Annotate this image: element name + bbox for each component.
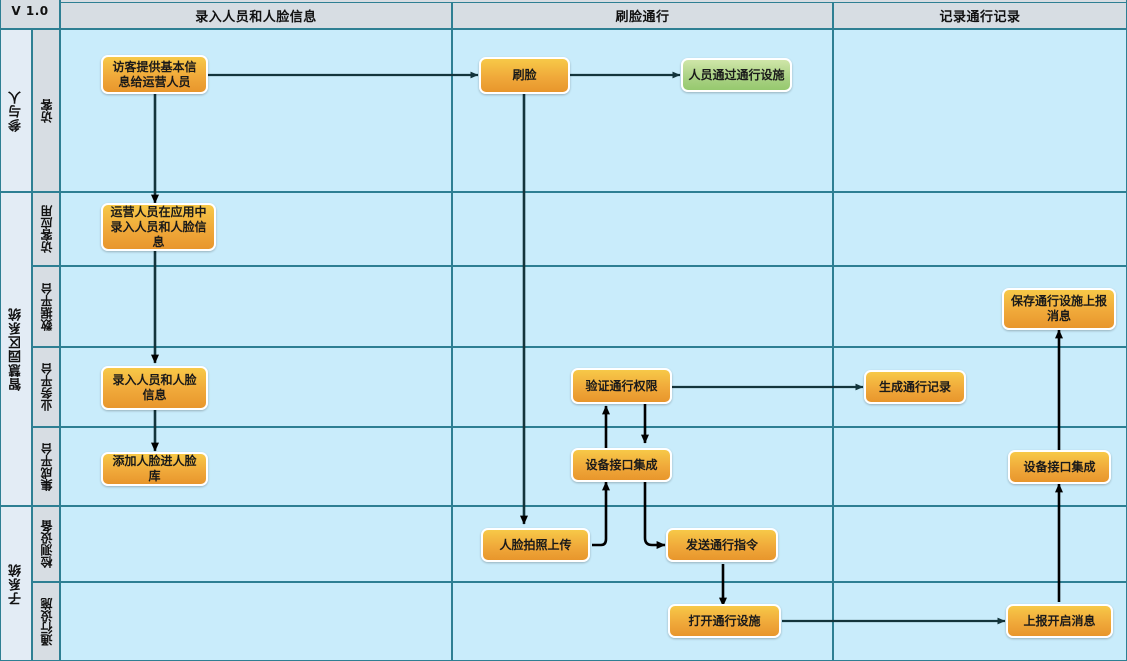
node-verify-auth[interactable]: 验证通行权限 — [571, 368, 672, 404]
node-face-upload[interactable]: 人脸拍照上传 — [481, 528, 590, 562]
role-visitor-app-label: 访客应用 — [39, 205, 54, 253]
node-save-report[interactable]: 保存通行设施上报消息 — [1002, 288, 1116, 330]
role-access-facility: 通行设施 — [32, 582, 60, 661]
group-subsystem: 子系统 — [0, 506, 32, 661]
node-provide-info-label: 访客提供基本信息给运营人员 — [112, 59, 197, 89]
node-save-report-label: 保存通行设施上报消息 — [1010, 294, 1107, 323]
column-header-entry-label: 录入人员和人脸信息 — [195, 10, 317, 25]
node-operator-entry-label: 运营人员在应用中录入人员和人脸信息 — [110, 204, 207, 249]
node-face-scan-label: 刷脸 — [512, 68, 537, 82]
header-divider — [0, 28, 1127, 30]
node-person-pass-label: 人员通过通行设施 — [688, 67, 785, 82]
group-subsystem-label: 子系统 — [8, 562, 24, 605]
node-enter-info[interactable]: 录入人员和人脸信息 — [101, 366, 208, 410]
column-header-record: 记录通行记录 — [833, 2, 1127, 29]
role-business-platform: 业务平台 — [32, 347, 60, 427]
node-open-gate[interactable]: 打开通行设施 — [668, 604, 781, 638]
group-park-system: 智慧园区系统 — [0, 192, 32, 506]
group-divider-1 — [0, 191, 1127, 193]
column-header-record-label: 记录通行记录 — [939, 10, 1021, 25]
role-data-platform: 数据平台 — [32, 266, 60, 347]
node-provide-info[interactable]: 访客提供基本信息给运营人员 — [101, 55, 208, 94]
version-cell: V 1.0 — [0, 0, 60, 29]
role-visitor-label: 访客 — [39, 98, 54, 123]
node-face-scan[interactable]: 刷脸 — [479, 57, 570, 94]
role-detection-device: 检测设备 — [32, 506, 60, 582]
column-header-pass-label: 刷脸通行 — [615, 10, 670, 25]
role-access-facility-label: 通行设施 — [39, 597, 54, 646]
node-enter-info-label: 录入人员和人脸信息 — [112, 373, 197, 402]
node-open-gate-label: 打开通行设施 — [688, 613, 761, 628]
node-dev-api-integration-pass-label: 设备接口集成 — [585, 457, 658, 472]
group-participant: 参与人 — [0, 29, 32, 192]
node-dev-api-integration-record-label: 设备接口集成 — [1023, 459, 1096, 474]
group-park-system-label: 智慧园区系统 — [8, 307, 24, 391]
column-header-pass: 刷脸通行 — [452, 2, 833, 29]
node-send-cmd-label: 发送通行指令 — [685, 537, 758, 552]
role-integration-platform-label: 集成平台 — [39, 442, 54, 491]
lane-canvas-background — [60, 29, 1127, 661]
role-detection-device-label: 检测设备 — [39, 520, 54, 568]
node-operator-entry[interactable]: 运营人员在应用中录入人员和人脸信息 — [101, 203, 216, 251]
role-visitor-app: 访客应用 — [32, 192, 60, 266]
node-report-open-label: 上报开启消息 — [1023, 613, 1096, 628]
role-integration-platform: 集成平台 — [32, 427, 60, 506]
group-participant-label: 参与人 — [8, 89, 24, 132]
node-verify-auth-label: 验证通行权限 — [585, 378, 658, 393]
node-add-face-lib-label: 添加人脸进人脸库 — [112, 454, 197, 483]
node-dev-api-integration-record[interactable]: 设备接口集成 — [1008, 450, 1111, 484]
role-data-platform-label: 数据平台 — [39, 282, 54, 331]
column-divider-2 — [832, 2, 834, 661]
column-divider-1 — [451, 2, 453, 661]
node-face-upload-label: 人脸拍照上传 — [499, 537, 572, 552]
version-label: V 1.0 — [11, 3, 49, 18]
node-report-open[interactable]: 上报开启消息 — [1006, 604, 1113, 638]
role-business-platform-label: 业务平台 — [39, 363, 54, 411]
node-add-face-lib[interactable]: 添加人脸进人脸库 — [101, 452, 208, 486]
node-person-pass[interactable]: 人员通过通行设施 — [681, 58, 792, 92]
node-gen-record-label: 生成通行记录 — [878, 379, 951, 394]
role-visitor: 访客 — [32, 29, 60, 192]
node-gen-record[interactable]: 生成通行记录 — [864, 370, 966, 404]
column-header-entry: 录入人员和人脸信息 — [60, 2, 452, 29]
group-divider-2 — [0, 505, 1127, 507]
node-dev-api-integration-pass[interactable]: 设备接口集成 — [571, 448, 672, 482]
node-send-cmd[interactable]: 发送通行指令 — [666, 528, 778, 562]
